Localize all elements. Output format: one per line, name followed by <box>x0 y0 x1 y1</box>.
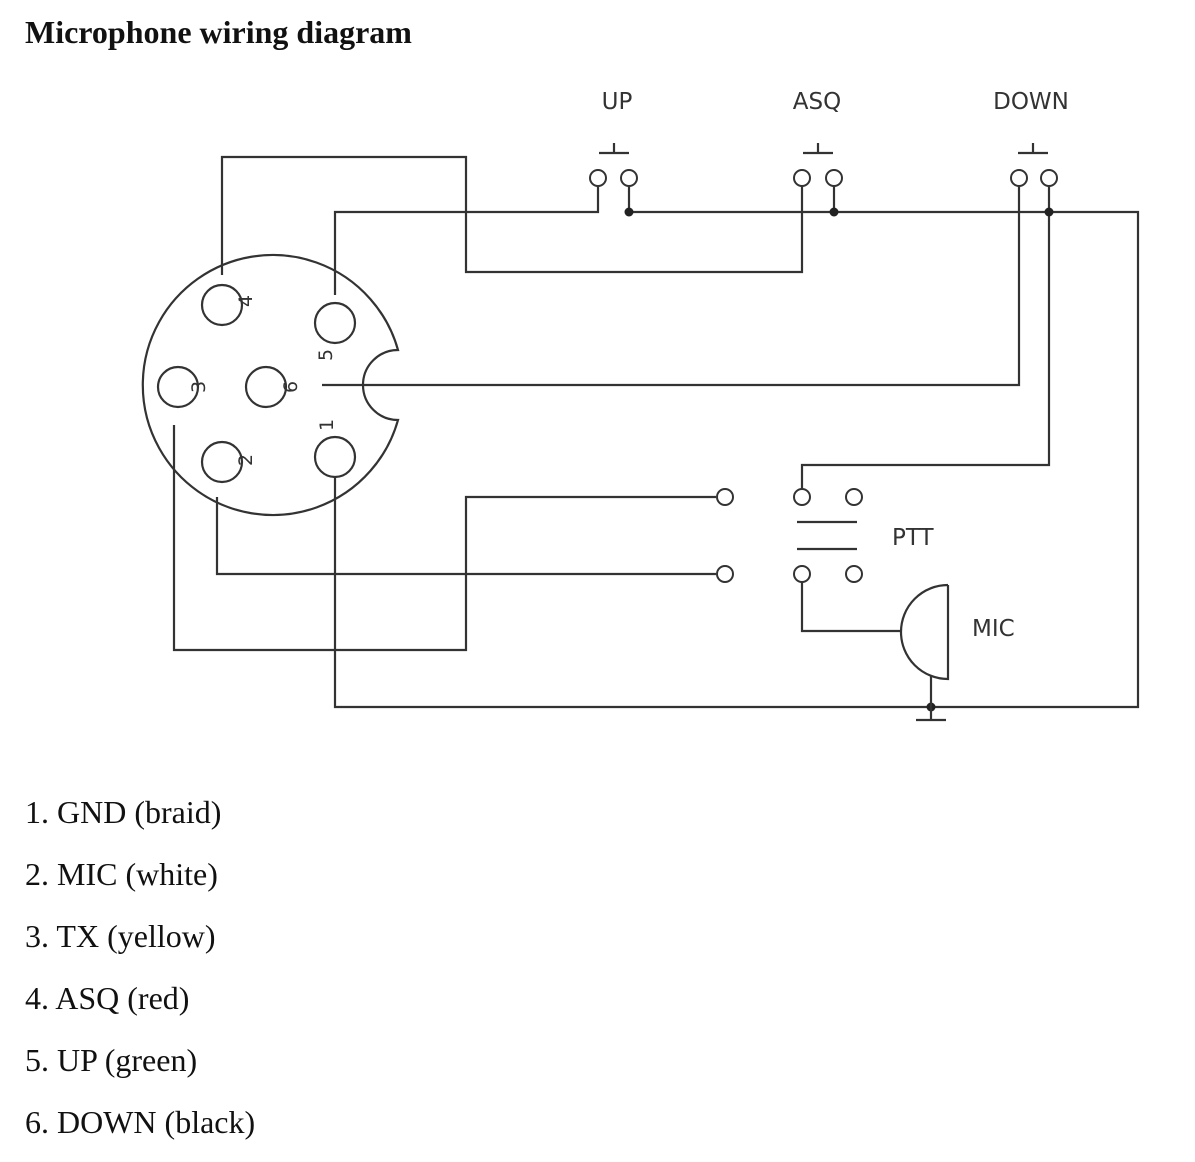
pin-number-5: 5 <box>315 349 337 361</box>
legend-item: 5. UP (green) <box>25 1042 198 1078</box>
pin-number-4: 4 <box>235 295 257 307</box>
switch-label-asq: ASQ <box>793 89 841 115</box>
connector-pin-5 <box>313 301 357 345</box>
asq-switch-symbol <box>793 143 843 187</box>
legend-item: 3. TX (yellow) <box>25 918 216 954</box>
wire-common-bus <box>333 186 1140 709</box>
connector-pin-2 <box>200 440 244 484</box>
wire-pin3-tx <box>172 425 716 652</box>
mic-ground-wire <box>916 676 946 722</box>
up-switch-symbol <box>589 143 638 187</box>
wire-pin4-asq <box>220 155 804 275</box>
wiring-diagram: 1 2 3 4 5 6 UP ASQ DOWN <box>141 89 1140 722</box>
pin-legend: 1. GND (braid) 2. MIC (white) 3. TX (yel… <box>25 790 255 1162</box>
connector-body <box>141 253 400 517</box>
pin-number-2: 2 <box>235 454 257 466</box>
legend-item: 6. DOWN (black) <box>25 1104 256 1140</box>
wire-pin6-down <box>322 186 1021 387</box>
down-switch-symbol <box>1010 143 1058 187</box>
junction-dot <box>624 207 634 217</box>
mic-label: MIC <box>972 616 1015 642</box>
page-title: Microphone wiring diagram <box>25 14 412 50</box>
pin-number-3: 3 <box>188 381 210 393</box>
ptt-switch-symbol <box>716 488 863 583</box>
connector-pin-1 <box>313 435 357 479</box>
ptt-label: PTT <box>892 525 935 551</box>
legend-item: 4. ASQ (red) <box>25 980 190 1016</box>
legend-item: 1. GND (braid) <box>25 794 222 830</box>
connector-pin-4 <box>200 283 244 327</box>
junction-dot <box>829 207 839 217</box>
wire-pin2-mic <box>215 497 716 576</box>
wire-pin5-up <box>333 186 600 295</box>
junction-dot <box>1044 207 1054 217</box>
legend-item: 2. MIC (white) <box>25 856 218 892</box>
switch-label-up: UP <box>602 89 633 115</box>
wire-down-common <box>800 186 1051 489</box>
pin-number-1: 1 <box>316 419 338 431</box>
pin-number-6: 6 <box>280 381 302 393</box>
switch-label-down: DOWN <box>993 89 1069 115</box>
connector-pin-6 <box>244 365 288 409</box>
mic-wire <box>800 582 902 633</box>
connector-pin-3 <box>156 365 200 409</box>
microphone-symbol <box>899 583 950 681</box>
